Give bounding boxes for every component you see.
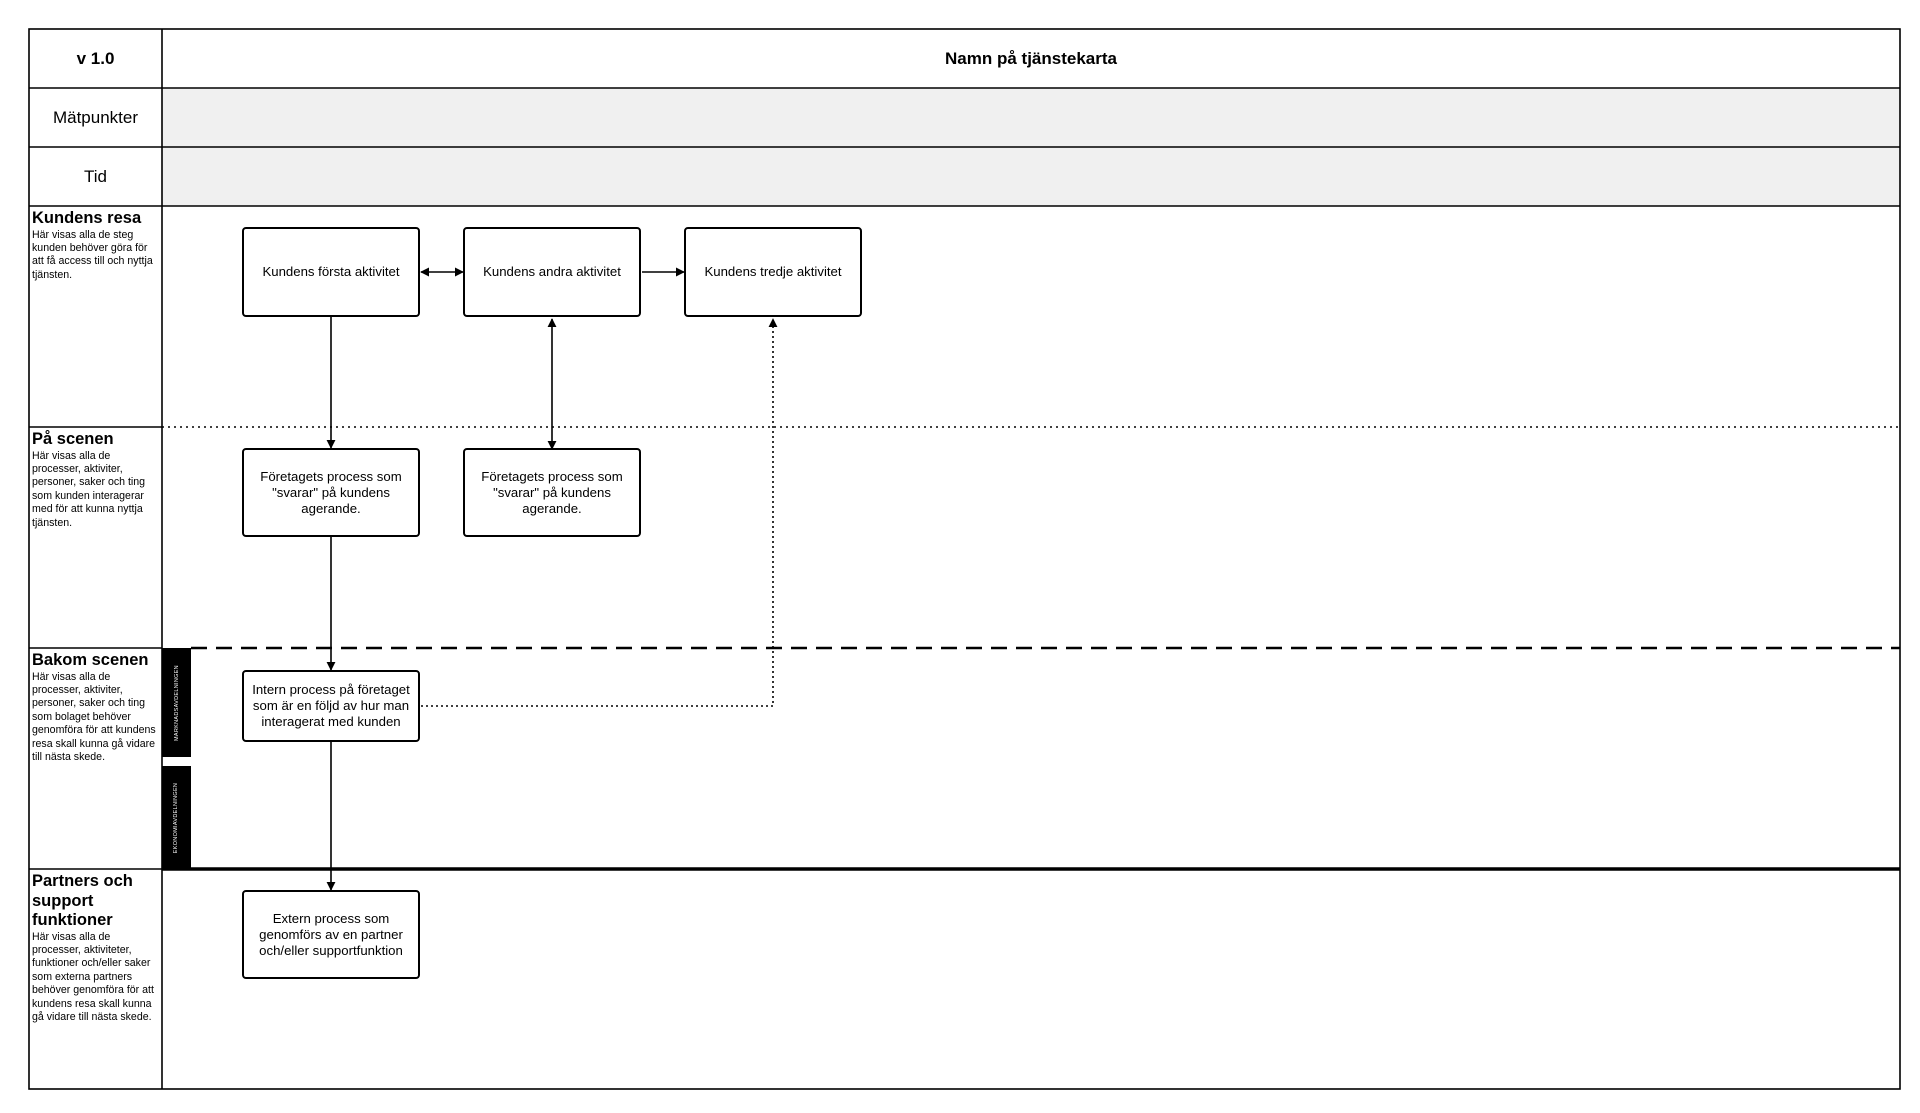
department-tab-finance[interactable]: EKONOMIAVDELNINGEN [162, 766, 191, 869]
node-customer-second-activity[interactable]: Kundens andra aktivitet [463, 227, 641, 317]
lane-partners-label: Partners och support funktioner Här visa… [29, 869, 162, 1089]
lane-title: Partners och support funktioner [32, 872, 133, 929]
node-customer-third-activity[interactable]: Kundens tredje aktivitet [684, 227, 862, 317]
time-row-content[interactable] [162, 147, 1900, 206]
department-tab-marketing[interactable]: MARKNADSAVDELNINGEN [162, 648, 191, 757]
lane-description: Här visas alla de processer, aktiviteter… [32, 930, 154, 1023]
lane-title: På scenen [32, 430, 114, 448]
lane-on-stage-label: På scenen Här visas alla de processer, a… [29, 427, 162, 648]
version-label: v 1.0 [76, 48, 115, 68]
metrics-row-label: Mätpunkter [52, 107, 139, 127]
service-map-title[interactable]: Namn på tjänstekarta [945, 48, 1117, 68]
node-internal-process[interactable]: Intern process på företaget som är en fö… [242, 670, 420, 742]
lane-description: Här visas alla de processer, aktiviter, … [32, 670, 156, 763]
node-external-process[interactable]: Extern process som genomförs av en partn… [242, 890, 420, 979]
lane-title: Kundens resa [32, 209, 142, 227]
metrics-row-content[interactable] [162, 88, 1900, 147]
lane-description: Här visas alla de steg kunden behöver gö… [32, 228, 153, 281]
lane-backstage-label: Bakom scenen Här visas alla de processer… [29, 648, 162, 869]
time-row-label: Tid [84, 166, 107, 186]
lane-description: Här visas alla de processer, aktiviter, … [32, 449, 146, 529]
node-company-process-1[interactable]: Företagets process som "svarar" på kunde… [242, 448, 420, 537]
node-company-process-2[interactable]: Företagets process som "svarar" på kunde… [463, 448, 641, 537]
lane-title: Bakom scenen [32, 651, 149, 669]
node-customer-first-activity[interactable]: Kundens första aktivitet [242, 227, 420, 317]
department-tab-label: EKONOMIAVDELNINGEN [173, 782, 180, 853]
lane-customer-journey-label: Kundens resa Här visas alla de steg kund… [29, 206, 162, 427]
department-tab-label: MARKNADSAVDELNINGEN [173, 664, 180, 741]
